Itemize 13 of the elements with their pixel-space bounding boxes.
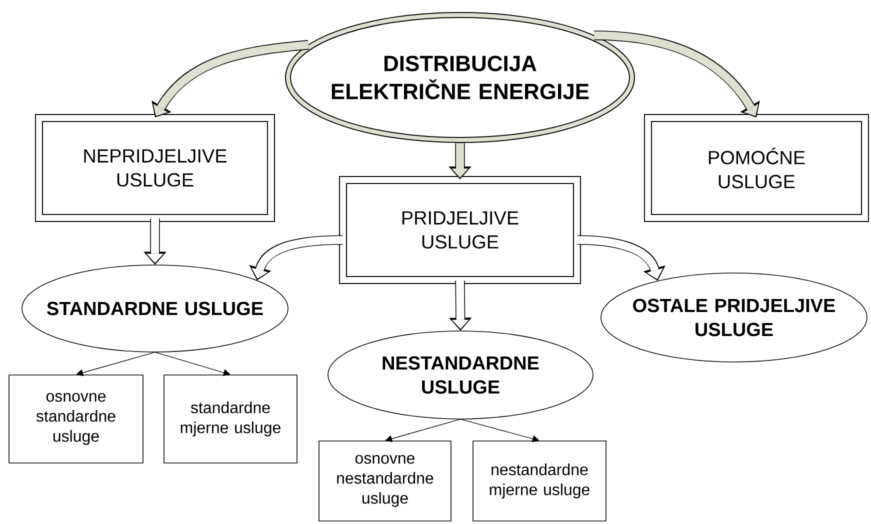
text-box: standardne mjerne usluge <box>164 374 298 464</box>
arrow <box>385 418 461 442</box>
arrow <box>76 352 156 376</box>
text-box: osnovne standardne usluge <box>8 374 144 464</box>
text-box: osnovne nestandardne usluge <box>318 440 452 522</box>
double-box: PRIDJELJIVE USLUGE <box>339 176 581 284</box>
arrow <box>460 418 540 442</box>
ellipse-node: OSTALE PRIDJELJIVE USLUGE <box>600 272 868 362</box>
double-box: POMOĆNE USLUGE <box>644 114 869 222</box>
text-box: nestandardne mjerne usluge <box>472 440 606 522</box>
ellipse-node: STANDARDNE USLUGE <box>22 264 288 352</box>
ellipse-node: NESTANDARDNE USLUGE <box>328 330 594 420</box>
double-box: NEPRIDJELJIVE USLUGE <box>35 114 275 222</box>
